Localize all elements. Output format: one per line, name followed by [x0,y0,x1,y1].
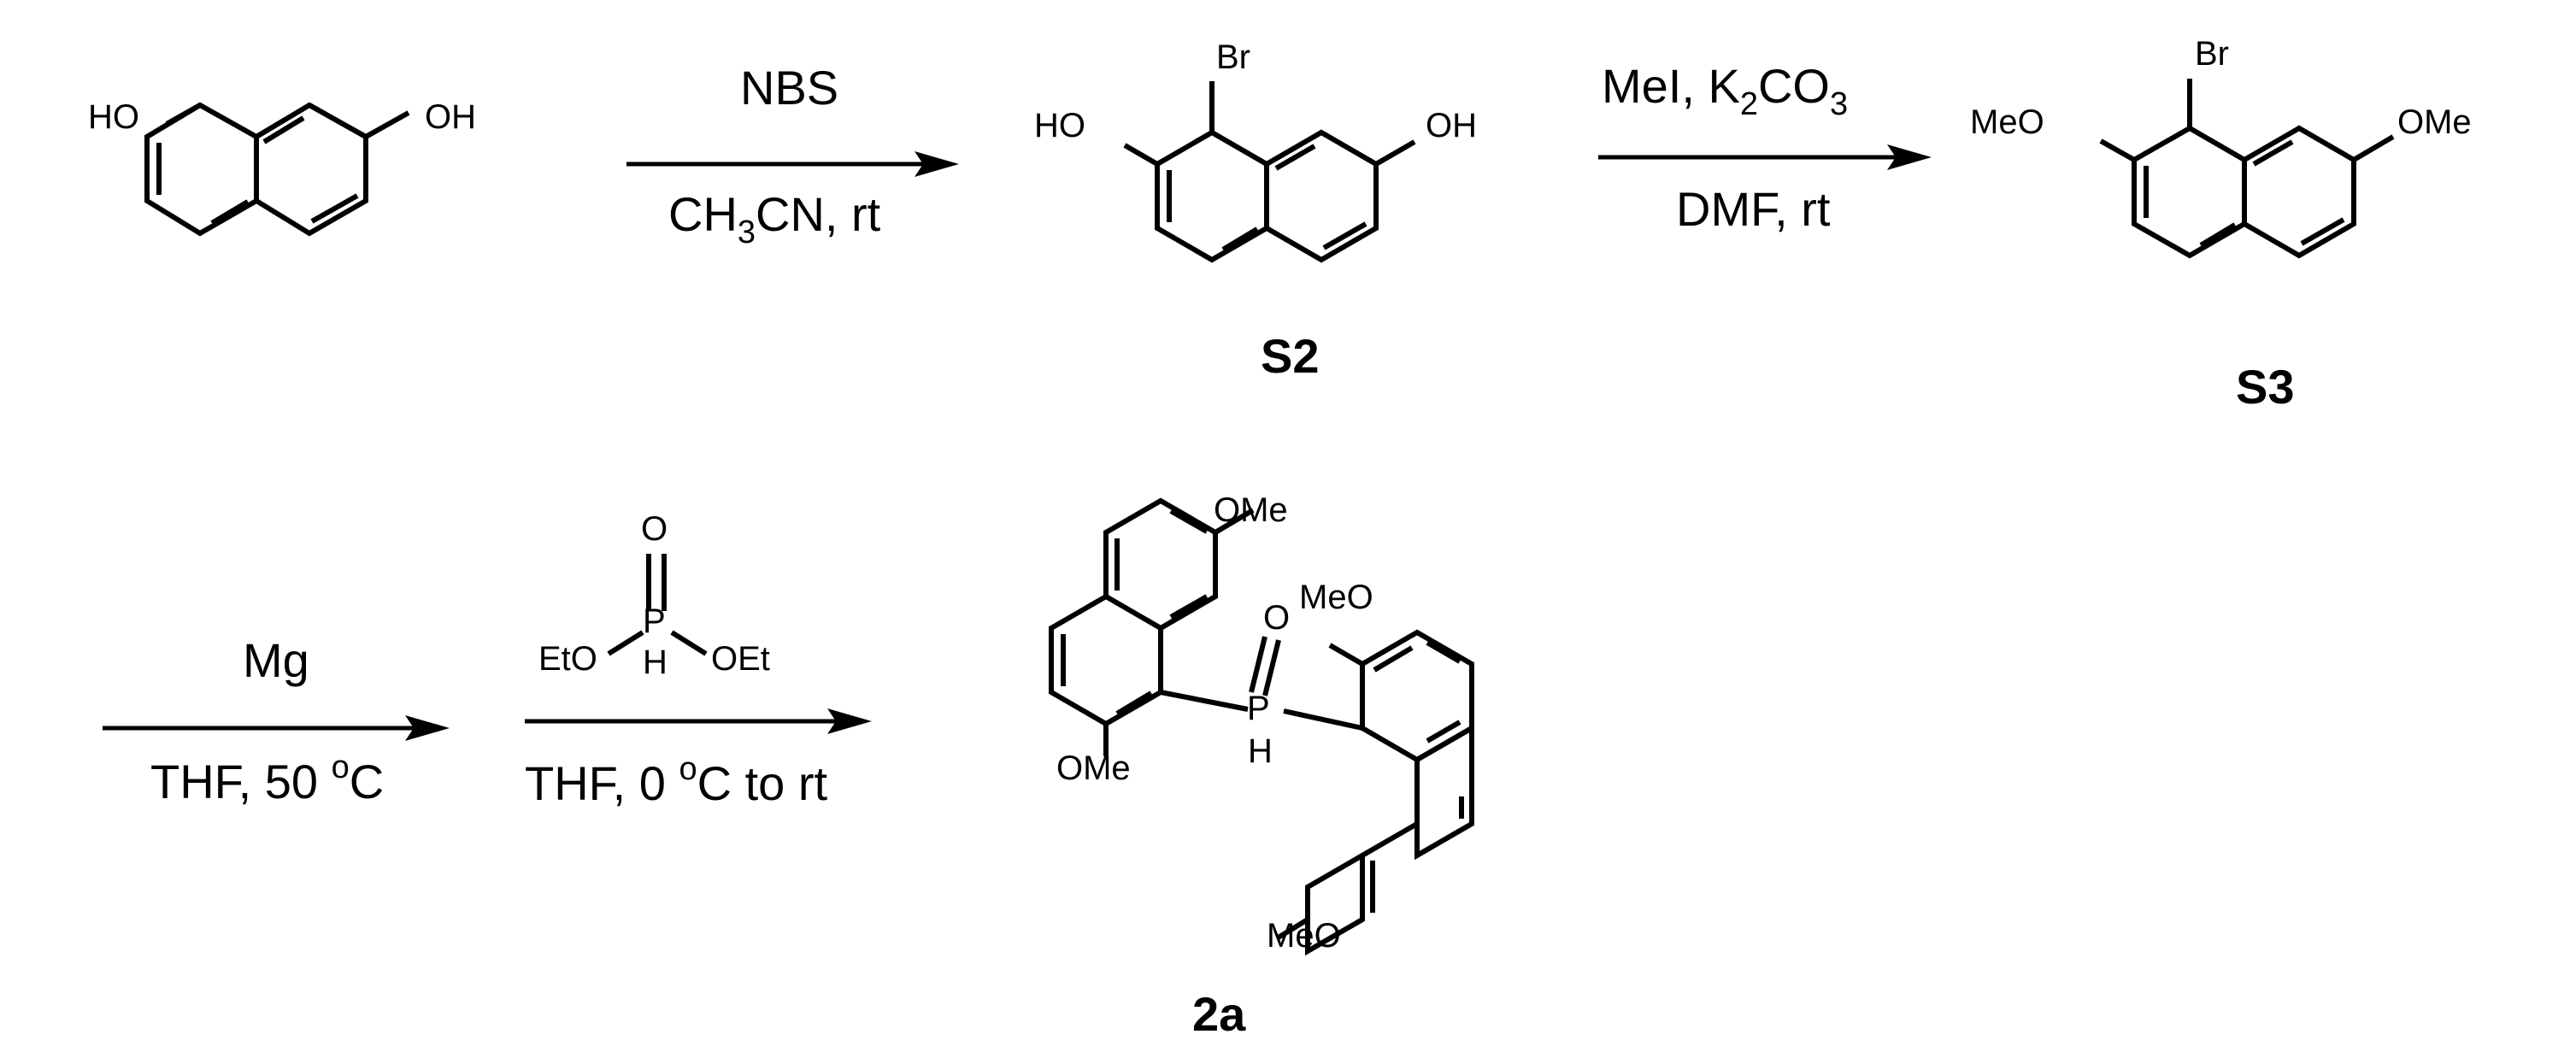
s2-left-hydroxyl: HO [1034,107,1085,144]
step2-arrow: MeI, K2CO3 DMF, rt [1598,59,1932,236]
s2-right-hydroxyl: OH [1426,107,1477,144]
step4-conditions: THF, 0 oC to rt [525,751,828,810]
s3-right-methoxy: OMe [2397,103,2472,141]
s2-label: S2 [1261,329,1320,383]
step3-conditions: THF, 50 oC [150,749,384,808]
product-methoxy-top: OMe [1214,491,1288,529]
starting-material: HO OH [88,98,476,237]
s2-bromine: Br [1216,38,1250,76]
step2-conditions: DMF, rt [1676,182,1831,236]
product-p-hydrogen: H [1248,732,1273,770]
step3-reagent: Mg [243,633,309,687]
step3-arrow: Mg THF, 50 oC [103,633,450,808]
phosphite-left-ethoxy: EtO [538,640,597,678]
product-phosphorus: P [1247,690,1270,727]
compound-s2: Br HO OH S2 [1034,38,1477,383]
step1-reagent: NBS [740,61,838,115]
phosphite-phosphorus: P [643,602,666,640]
s3-bromine: Br [2195,35,2229,73]
compound-s3: Br MeO OMe S3 [1970,35,2472,414]
phosphite-right-ethoxy: OEt [711,640,770,678]
product-methoxy-left: OMe [1056,749,1131,787]
step4-arrow: O P H EtO OEt THF, 0 oC to rt [525,510,872,810]
start-left-hydroxyl: HO [88,98,139,136]
step1-arrow: NBS CH3CN, rt [626,61,959,250]
step2-reagent: MeI, K2CO3 [1602,59,1848,122]
product-methoxy-bottom: MeO [1267,917,1341,955]
product-label: 2a [1192,987,1246,1041]
s3-left-methoxy: MeO [1970,103,2044,141]
step1-conditions: CH3CN, rt [668,187,881,250]
start-right-hydroxyl: OH [425,98,476,136]
phosphite-hydrogen: H [643,643,668,681]
product-phosphoryl-oxygen: O [1263,599,1290,637]
phosphite-oxygen: O [641,510,668,548]
product-2a: P O H OMe OMe MeO MeO 2a [1049,491,1474,1041]
s3-label: S3 [2236,360,2295,414]
product-methoxy-right: MeO [1299,579,1373,616]
